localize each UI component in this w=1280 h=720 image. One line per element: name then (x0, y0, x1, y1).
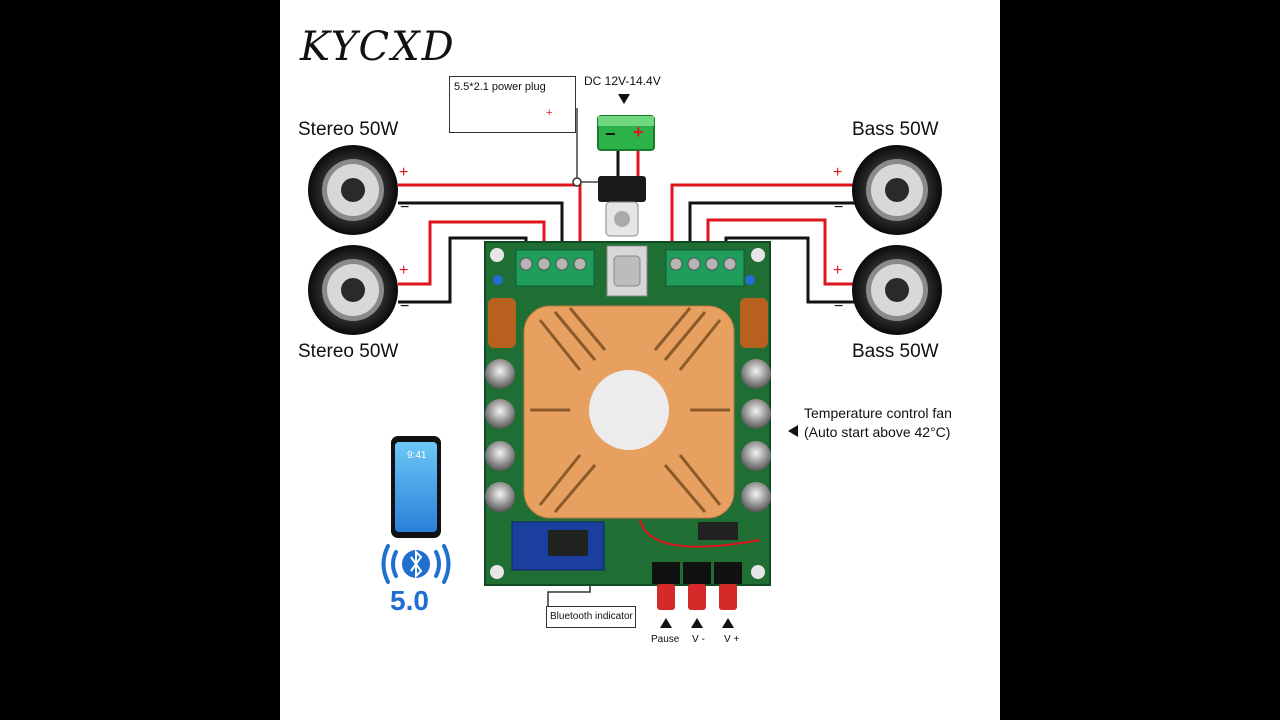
fan-label-line2: (Auto start above 42°C) (804, 424, 951, 440)
bluetooth-indicator-label: Bluetooth indicator (550, 611, 633, 622)
polarity-minus-tl: − (400, 199, 410, 216)
polarity-minus-br: − (834, 298, 844, 315)
bluetooth-version: 5.0 (390, 585, 429, 616)
fan-label-line1: Temperature control fan (804, 405, 952, 421)
speaker-label-top-left: Stereo 50W (298, 119, 399, 140)
speaker-label-top-right: Bass 50W (852, 119, 939, 140)
power-plug-box: 5.5*2.1 power plug (449, 76, 576, 133)
vol-down-label: V - (692, 634, 705, 645)
phone-time: 9:41 (407, 450, 427, 461)
power-plug-label: 5.5*2.1 power plug (454, 81, 546, 93)
phone-icon (391, 436, 441, 538)
plug-plus: + (546, 107, 553, 119)
battery-plus: + (633, 122, 644, 142)
dc-jack (572, 176, 646, 237)
battery-minus: − (605, 124, 616, 144)
battery-icon (597, 94, 655, 151)
speaker-top-left (308, 145, 398, 235)
bluetooth-icon (381, 544, 451, 584)
speaker-bottom-left (308, 245, 398, 335)
speaker-label-bottom-left: Stereo 50W (298, 341, 399, 362)
dc-voltage-label: DC 12V-14.4V (584, 74, 661, 88)
wire-red-right-2 (706, 218, 880, 286)
polarity-minus-tr: − (834, 199, 844, 216)
vol-up-label: V + (724, 634, 740, 645)
fan-hub (589, 370, 669, 450)
wire-red-right-1 (670, 183, 880, 262)
bluetooth-indicator-box: Bluetooth indicator (546, 606, 636, 628)
amplifier-board (484, 241, 771, 610)
polarity-minus-bl: − (400, 298, 410, 315)
wire-red-left-2 (398, 220, 546, 286)
polarity-plus-tr: + (833, 164, 843, 181)
speaker-bottom-right (852, 245, 942, 335)
polarity-plus-bl: + (399, 262, 409, 279)
pause-label: Pause (651, 634, 680, 645)
polarity-plus-br: + (833, 262, 843, 279)
wiring-diagram (308, 94, 942, 628)
polarity-plus-tl: + (399, 164, 409, 181)
product-diagram: KYCXD 5.5*2.1 power plug + DC 12V-14.4V … (280, 0, 1000, 720)
speaker-top-right (852, 145, 942, 235)
speaker-label-bottom-right: Bass 50W (852, 341, 939, 362)
brand-logo: KYCXD (300, 24, 456, 70)
